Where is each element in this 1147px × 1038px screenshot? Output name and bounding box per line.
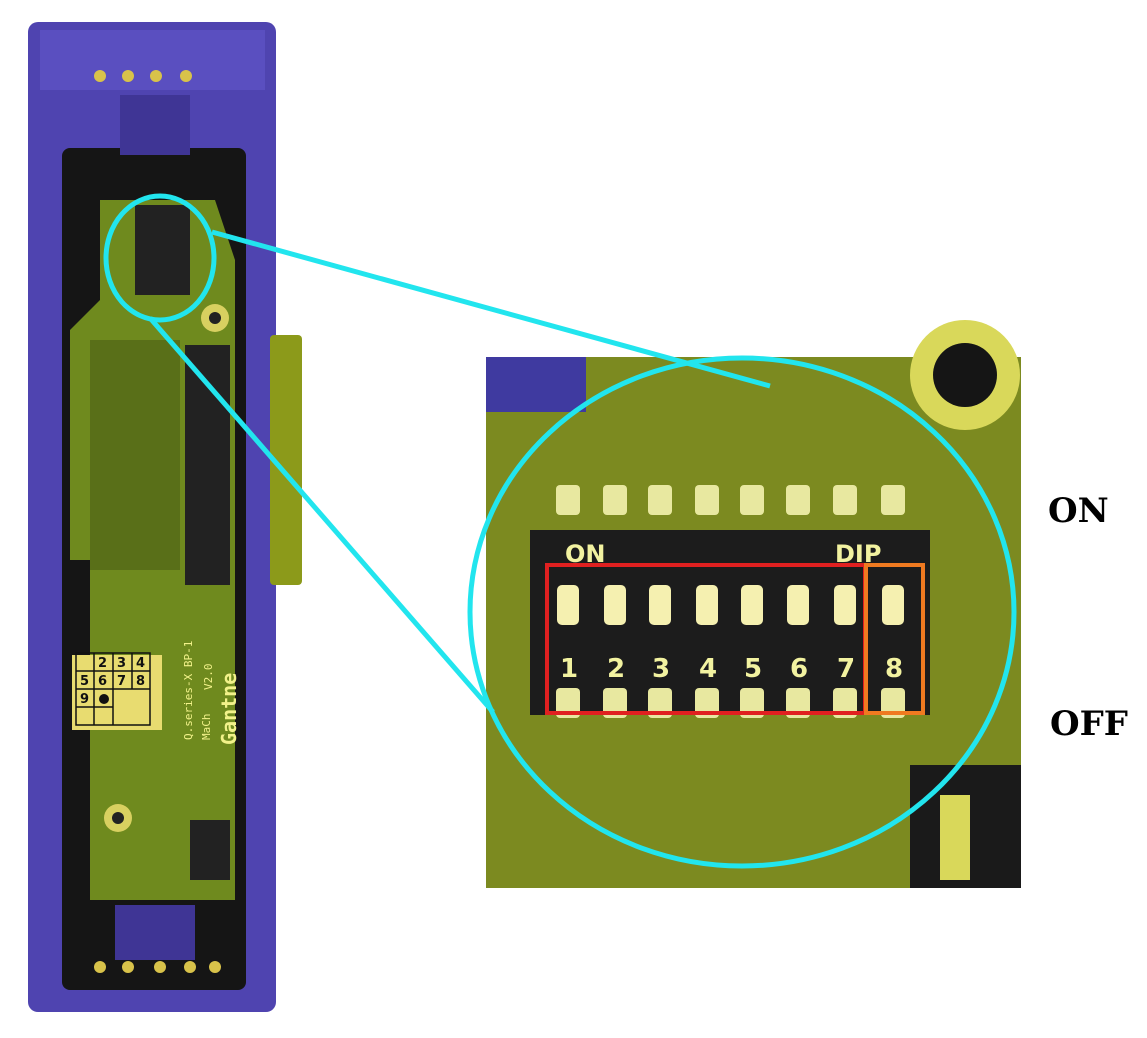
switch-lever-1[interactable]: [557, 585, 579, 625]
switch-lever-5[interactable]: [741, 585, 763, 625]
solder-pad-bottom: [695, 688, 719, 718]
callout-line-top: [211, 229, 771, 389]
callout-line-bottom: [148, 316, 495, 714]
switch-number: 1: [560, 654, 578, 684]
solder-pad-bottom: [881, 688, 905, 718]
device-module: 2 3 4 5 6 7 8 9 Q.series-X BP-1 MaCh V2.…: [28, 22, 302, 1012]
solder-pad-top: [833, 485, 857, 515]
solder-pad-top: [648, 485, 672, 515]
solder-pad-top: [740, 485, 764, 515]
switch-lever-3[interactable]: [649, 585, 671, 625]
grid-number: 4: [136, 656, 145, 671]
solder-pad-top: [786, 485, 810, 515]
switch-number: 4: [699, 654, 717, 684]
grid-number: 7: [117, 674, 126, 689]
solder-pad-bottom: [740, 688, 764, 718]
switch-lever-4[interactable]: [696, 585, 718, 625]
switch-number: 6: [790, 654, 808, 684]
off-label: OFF: [1050, 704, 1128, 744]
solder-pad-bottom: [833, 688, 857, 718]
switch-number: 5: [744, 654, 762, 684]
silk-mach: MaCh: [200, 714, 213, 741]
solder-pad-top: [695, 485, 719, 515]
grid-number: 6: [98, 674, 107, 689]
switch-lever-6[interactable]: [787, 585, 809, 625]
grid-number: 8: [136, 674, 145, 689]
solder-pad-bottom: [556, 688, 580, 718]
solder-pad-bottom: [786, 688, 810, 718]
solder-pad-top: [603, 485, 627, 515]
large-highlight-circle: [467, 355, 1017, 869]
small-dip-switch: [135, 205, 190, 295]
silk-model: Q.series-X BP-1: [182, 641, 195, 740]
zoom-callout: [103, 193, 1017, 869]
switch-number: 7: [837, 654, 855, 684]
solder-pad-top: [556, 485, 580, 515]
solder-pad-bottom: [603, 688, 627, 718]
silk-version: V2.0: [202, 664, 215, 691]
orange-highlight-switch-8: [864, 563, 925, 715]
small-highlight-circle: [103, 193, 217, 323]
edge-connector: [270, 335, 302, 585]
solder-pad-bottom: [648, 688, 672, 718]
grid-number: 9: [80, 692, 89, 707]
switch-number: 8: [885, 654, 903, 684]
switch-number: 2: [607, 654, 625, 684]
address-grid: 2 3 4 5 6 7 8 9: [72, 652, 162, 730]
solder-pad-top: [881, 485, 905, 515]
switch-lever-2[interactable]: [604, 585, 626, 625]
switch-number: 3: [652, 654, 670, 684]
switch-lever-7[interactable]: [834, 585, 856, 625]
brand-logo: Gantne: [217, 673, 241, 745]
grid-number: 3: [117, 656, 126, 671]
grid-number: 5: [80, 674, 89, 689]
switch-lever-8[interactable]: [882, 585, 904, 625]
on-label: ON: [1048, 491, 1109, 531]
grid-number: 2: [98, 656, 107, 671]
